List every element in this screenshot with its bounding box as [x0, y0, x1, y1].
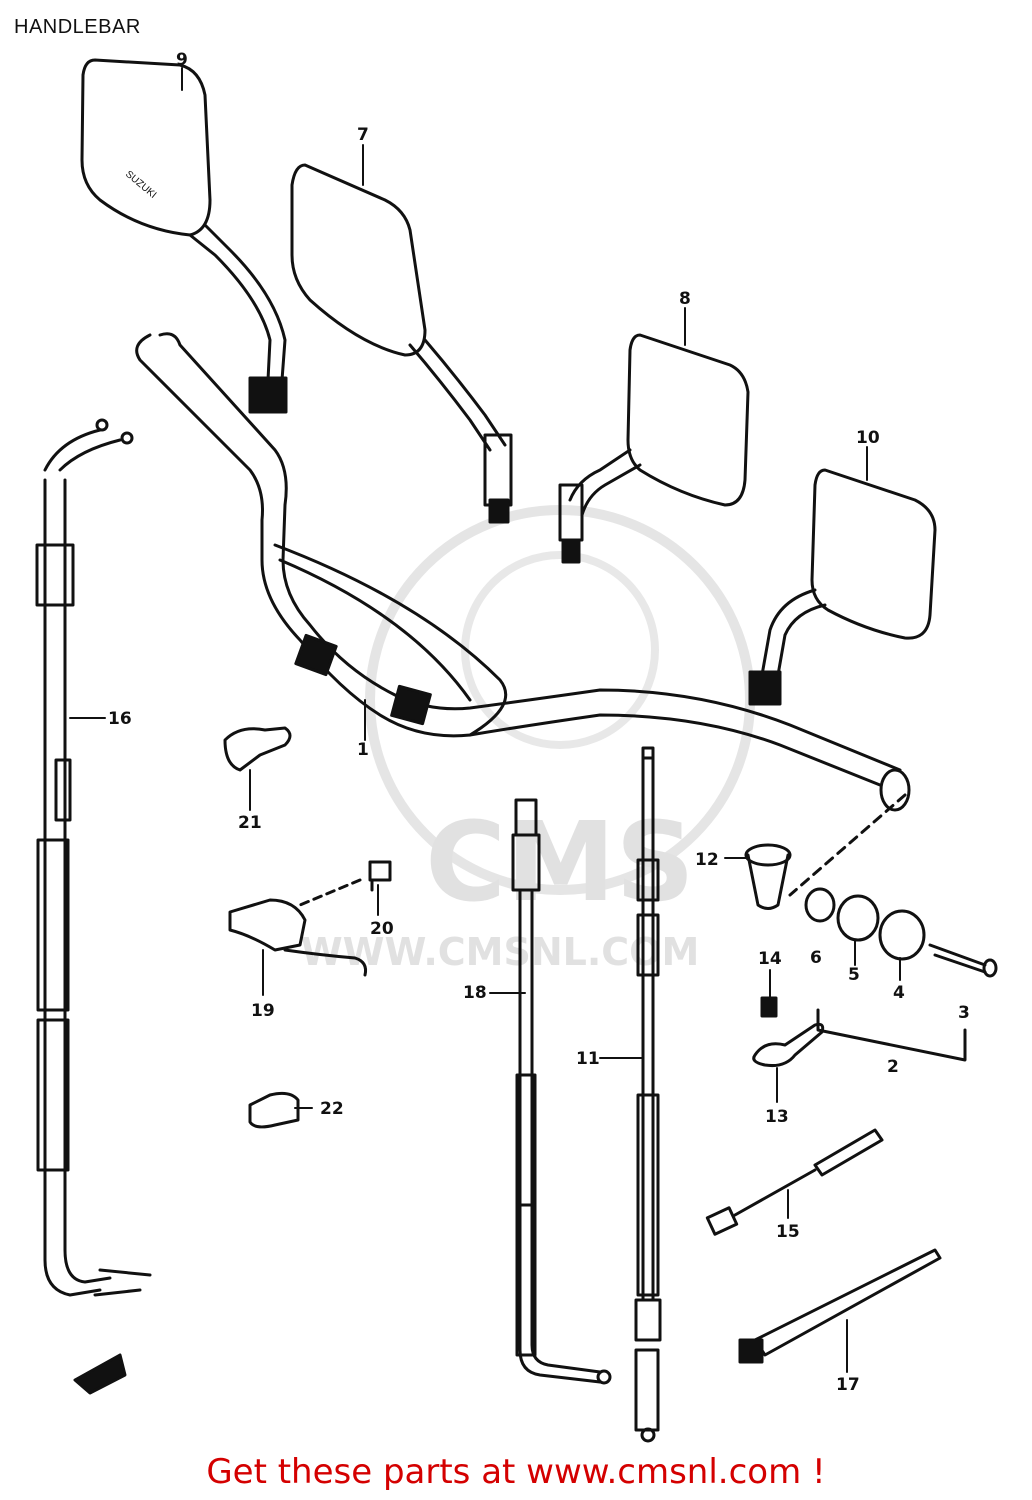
mirror-8-part — [558, 333, 750, 564]
mirror-brand-text: SUZUKI — [123, 169, 158, 201]
bar-end-parts — [788, 793, 998, 1062]
callout-label: 22 — [320, 1099, 344, 1119]
callout-label: 17 — [836, 1375, 860, 1395]
callout-label: 2 — [887, 1057, 899, 1077]
strap-17-part — [738, 1248, 942, 1364]
callout-label: 5 — [848, 965, 860, 985]
screw-14-part — [760, 996, 778, 1018]
watermark-url: WWW.CMSNL.COM — [301, 930, 700, 974]
callout-labels: 1 2 3 4 5 6 7 8 9 10 11 12 13 14 15 16 1… — [108, 50, 970, 1395]
mirror-9-part: SUZUKI — [80, 58, 288, 414]
front-arrow-icon — [73, 1353, 127, 1395]
clamp-21-part — [223, 726, 292, 772]
callout-label: 12 — [695, 850, 719, 870]
callout-label: 21 — [238, 813, 262, 833]
throttle-cable-part — [35, 418, 152, 1297]
mirror-7-part — [290, 163, 513, 524]
callout-label: 13 — [765, 1107, 789, 1127]
callout-label: 9 — [176, 50, 188, 70]
bolt-20-part — [298, 860, 392, 907]
callout-label: 18 — [463, 983, 487, 1003]
callout-label: 10 — [856, 428, 880, 448]
cable-15-part — [705, 1128, 884, 1236]
callout-label: 20 — [370, 919, 394, 939]
page-title: HANDLEBAR — [14, 16, 141, 38]
clutch-cable-part — [634, 746, 662, 1443]
grommet-12-part — [744, 843, 792, 910]
footer-link[interactable]: Get these parts at www.cmsnl.com ! — [206, 1452, 826, 1492]
watermark-brand: CMS — [425, 798, 694, 926]
callout-label: 1 — [357, 740, 369, 760]
callout-label: 16 — [108, 709, 132, 729]
callout-label: 7 — [357, 125, 369, 145]
handlebar-part — [135, 332, 911, 812]
callout-label: 19 — [251, 1001, 275, 1021]
leader-lines — [69, 67, 901, 1373]
callout-label: 4 — [893, 983, 905, 1003]
spring-13-part — [752, 1022, 825, 1067]
callout-label: 11 — [576, 1049, 600, 1069]
bracket-19-part — [228, 898, 367, 977]
choke-cable-part — [511, 798, 612, 1385]
callout-label: 3 — [958, 1003, 970, 1023]
clip-22-part — [248, 1091, 300, 1129]
mirror-10-part — [748, 468, 937, 706]
callout-label: 15 — [776, 1222, 800, 1242]
callout-label: 14 — [758, 949, 782, 969]
callout-label: 6 — [810, 948, 822, 968]
callout-label: 8 — [679, 289, 691, 309]
